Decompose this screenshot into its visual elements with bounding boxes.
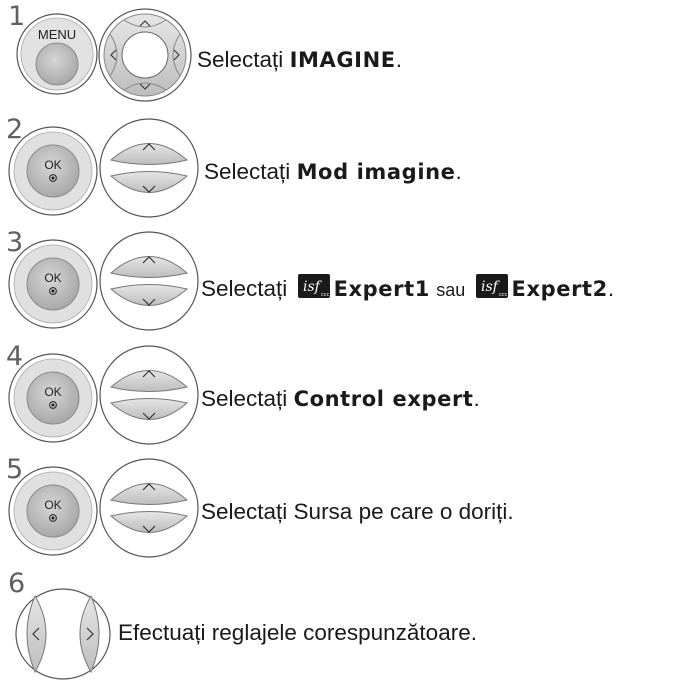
up-down-icon[interactable] [98, 117, 200, 219]
step-number: 4 [6, 341, 24, 372]
suffix: . [455, 159, 462, 184]
svg-text:isf: isf [303, 279, 323, 295]
prefix: Selectați [197, 47, 290, 72]
svg-text:isf: isf [481, 279, 501, 295]
target-label: Control expert [293, 387, 474, 411]
ok-button[interactable]: OK [7, 238, 99, 330]
step-1-text: Selectați IMAGINE. [197, 47, 402, 72]
step-4-text: Selectați Control expert. [201, 386, 480, 411]
step-number: 6 [8, 568, 26, 599]
step-number: 2 [6, 114, 24, 145]
up-down-icon[interactable] [98, 230, 200, 332]
step-number: 3 [6, 227, 24, 258]
left-right-icon[interactable] [13, 586, 113, 682]
isf-logo-icon: isf ccc [297, 274, 330, 303]
suffix: . [607, 276, 615, 301]
up-down-icon[interactable] [98, 457, 200, 559]
prefix: Selectați [201, 276, 294, 301]
suffix: . [473, 386, 480, 411]
target-label: Mod imagine [296, 160, 456, 184]
ok-button[interactable]: OK [7, 125, 99, 217]
step-6: 6 Efectuați reglajele corespunzătoare. [0, 566, 682, 684]
svg-text:ccc: ccc [321, 292, 329, 298]
menu-label: MENU [37, 27, 77, 42]
ok-label: OK [44, 385, 62, 399]
step-6-text: Efectuați reglajele corespunzătoare. [118, 620, 477, 645]
suffix: . [395, 47, 402, 72]
step-3: 3 OK Selectați isf ccc Expert1 sau [0, 226, 682, 338]
expert1-label: Expert1 [333, 277, 430, 301]
or-label: sau [436, 280, 466, 300]
step-5-text: Selectați Sursa pe care o doriți. [201, 499, 514, 524]
ok-button[interactable]: OK [7, 465, 99, 557]
step-3-text: Selectați isf ccc Expert1 sau isf ccc Ex… [201, 274, 614, 303]
expert2-label: Expert2 [511, 277, 608, 301]
target-label: IMAGINE [289, 48, 396, 72]
step-number: 1 [8, 1, 26, 32]
menu-button[interactable]: MENU [15, 12, 99, 96]
step-2-text: Selectați Mod imagine. [204, 159, 462, 184]
ok-label: OK [44, 271, 62, 285]
step-2: 2 OK Selectați Mod imagine. [0, 113, 682, 225]
step-1: 1 MENU Selectați IMAGINE. [0, 0, 682, 112]
prefix: Selectați [204, 159, 297, 184]
nav-pad-icon[interactable] [98, 8, 192, 102]
svg-text:ccc: ccc [499, 292, 507, 298]
prefix: Selectați [201, 386, 294, 411]
ok-button[interactable]: OK [7, 352, 99, 444]
ok-label: OK [44, 498, 62, 512]
step-number: 5 [6, 454, 24, 485]
ok-label: OK [44, 158, 62, 172]
step-4: 4 OK Selectați Control expert. [0, 340, 682, 452]
isf-logo-icon: isf ccc [475, 274, 508, 303]
step-5: 5 OK Selectați Sursa pe care o doriți. [0, 453, 682, 565]
up-down-icon[interactable] [98, 344, 200, 446]
